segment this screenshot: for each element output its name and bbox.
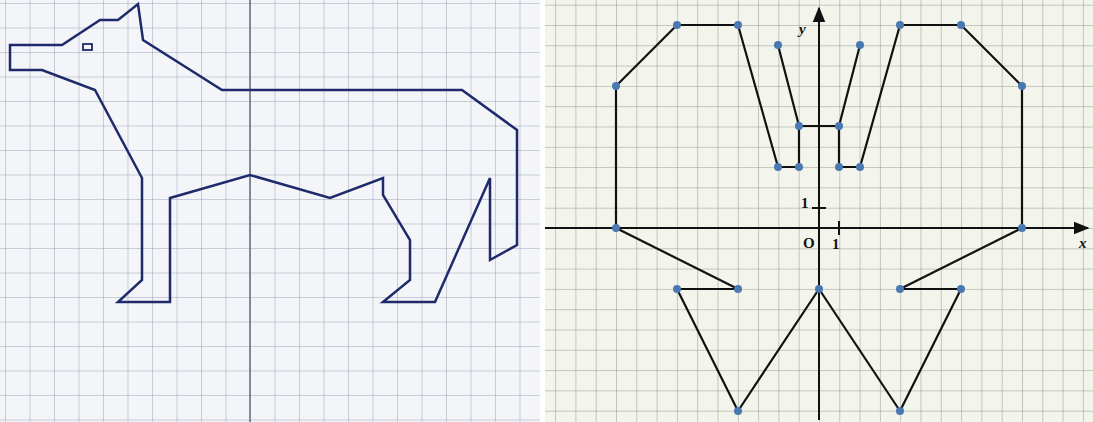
left-grid [0, 0, 540, 422]
butterfly-outline [616, 25, 1022, 411]
origin-label: O [803, 236, 815, 251]
right-ground [545, 0, 1093, 422]
axis-name: y [799, 22, 806, 37]
grid-axis [249, 0, 251, 422]
y-axis [818, 8, 820, 420]
unit-label: 1 [801, 196, 809, 211]
wolf-eye [83, 44, 92, 50]
wolf-outline [10, 4, 517, 302]
right-grid [545, 0, 1093, 422]
x-axis [545, 227, 1088, 229]
vertex-dots [612, 21, 1026, 415]
left-ground [0, 0, 540, 422]
x-tick [838, 221, 840, 235]
axis-name: x [1079, 236, 1087, 251]
unit-label: 1 [832, 237, 840, 252]
y-tick [812, 207, 826, 209]
